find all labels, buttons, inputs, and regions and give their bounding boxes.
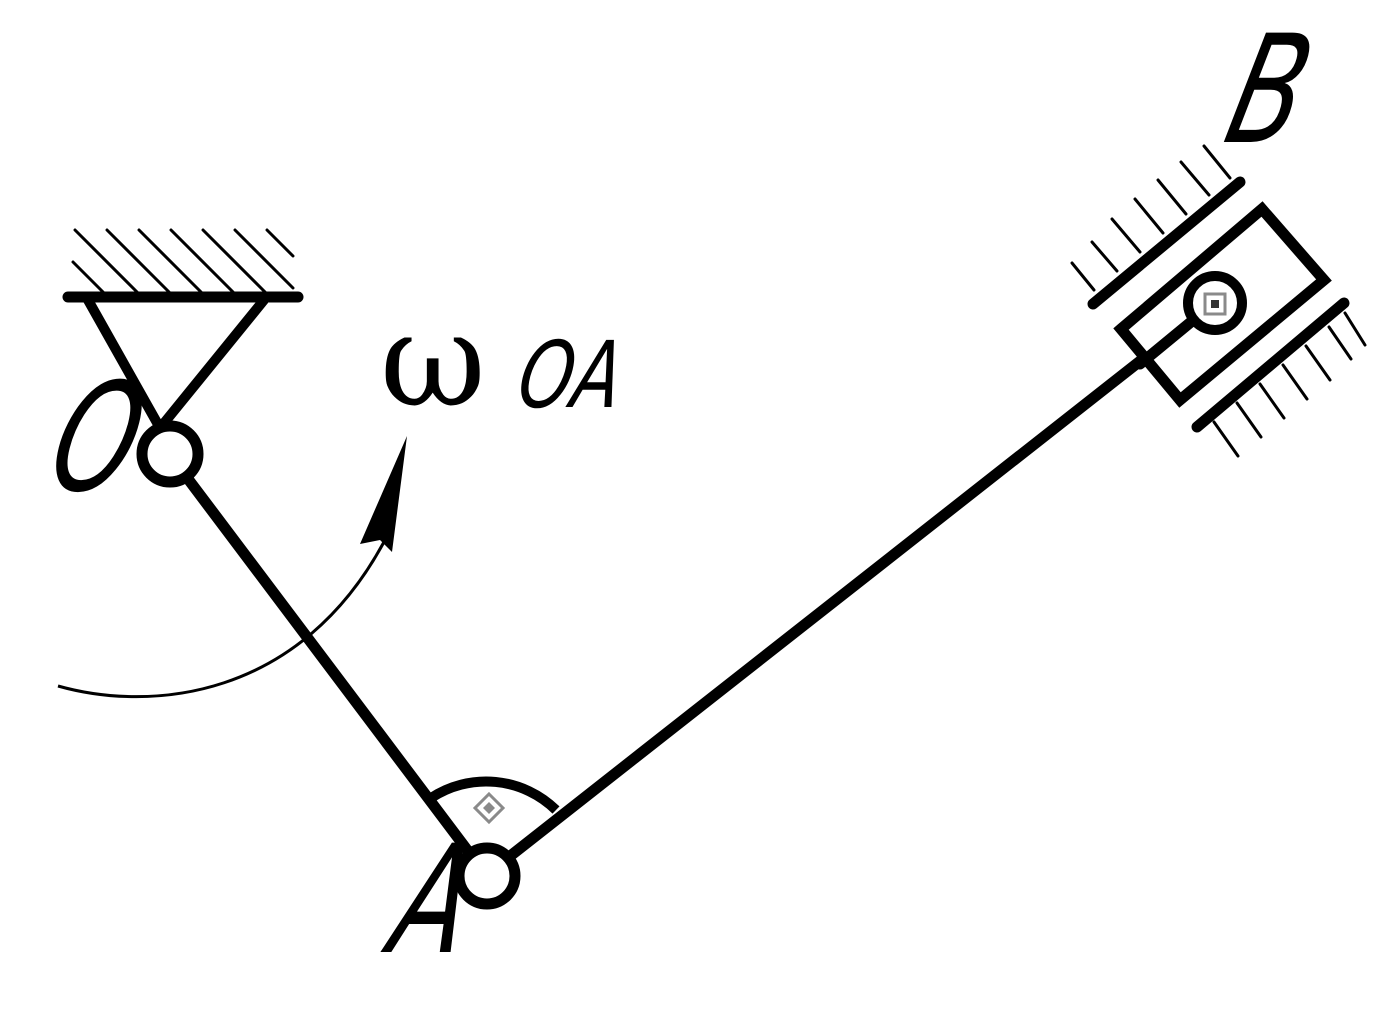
label-omega: ω xyxy=(380,284,487,436)
link-AB xyxy=(480,297,1220,881)
link-OA xyxy=(164,449,492,881)
omega-arc xyxy=(57,539,387,699)
omega-arrowhead xyxy=(360,436,407,552)
angle-marker-icon xyxy=(472,791,506,825)
joint-B-marker-icon xyxy=(1203,292,1227,316)
label-omega-subscript: OA xyxy=(510,322,632,429)
slider-guide-lower-hatching xyxy=(1212,311,1367,458)
slider-guide-upper-hatching xyxy=(1070,144,1232,292)
joint-O xyxy=(136,420,204,488)
fixed-support-hatching xyxy=(71,228,295,296)
angle-arc-A xyxy=(428,776,560,814)
slider-guide-upper xyxy=(1087,176,1246,310)
joint-A xyxy=(453,842,521,910)
slider-guide-lower xyxy=(1191,297,1350,433)
